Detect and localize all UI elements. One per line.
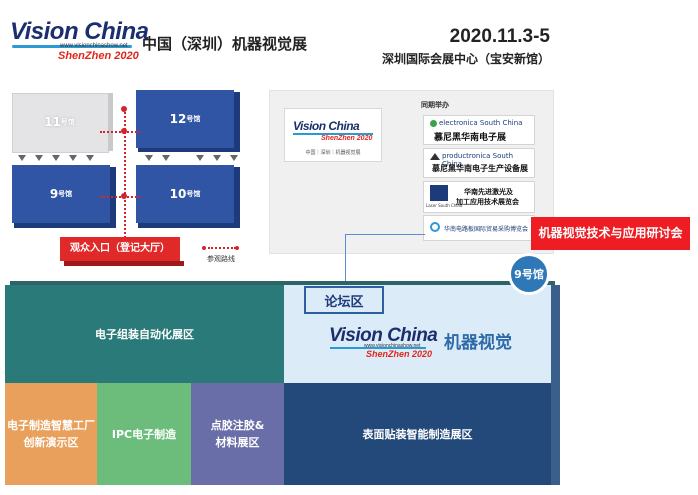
sponsor-pcb-name: 华南电路板国际贸易采购博览会 <box>444 226 529 233</box>
hall-10-number: 10 <box>169 187 187 201</box>
sponsor-electronica[interactable]: electronica South China 慕尼黑华南电子展 <box>423 115 535 145</box>
hall-12-suffix: 号馆 <box>186 115 201 123</box>
header-logo-text: Vision China <box>10 18 149 45</box>
hall-9-badge-label: 9号馆 <box>514 268 544 281</box>
header-title: 中国（深圳）机器视觉展 <box>142 35 308 53</box>
info-logo-text: Vision China <box>293 119 360 133</box>
sponsor-laser[interactable]: Laser South China 华南先进激光及 加工应用技术展览会 <box>423 181 535 213</box>
pcb-logo-icon <box>430 222 440 232</box>
hall-9-suffix: 号馆 <box>58 190 73 198</box>
vision-zone-logo-city: ShenZhen 2020 <box>366 349 433 359</box>
zone-smt[interactable]: 表面贴装智能制造展区 <box>284 383 551 485</box>
concurrent-label: 同期举办 <box>421 101 449 109</box>
hall-12[interactable]: 12 号馆 <box>136 90 241 152</box>
info-logo-card: Vision China ShenZhen 2020 中国｜深圳｜机器视觉展 <box>284 108 382 162</box>
route-legend: 参观路线 <box>202 244 262 266</box>
zone-smart-factory-label: 电子制造智慧工厂 创新演示区 <box>7 419 95 449</box>
hall-10-suffix: 号馆 <box>186 190 201 198</box>
sponsor-productronica-cn: 慕尼黑华南电子生产设备展 <box>432 164 528 173</box>
info-logo-city: ShenZhen 2020 <box>321 135 373 142</box>
header-date: 2020.11.3-5 <box>449 26 550 47</box>
header-venue: 深圳国际会展中心（宝安新馆） <box>381 52 550 66</box>
info-logo-caption: 中国｜深圳｜机器视觉展 <box>305 150 361 156</box>
zone-electronic-assembly[interactable]: 电子组装自动化展区 <box>5 285 284 383</box>
entrance-banner[interactable]: 观众入口（登记大厅） <box>60 237 188 267</box>
vision-zone-logo-text: Vision China <box>329 325 438 346</box>
zone-ipc[interactable]: IPC电子制造 <box>97 383 191 485</box>
hall-9-badge[interactable]: 9号馆 <box>508 253 550 295</box>
route-legend-label: 参观路线 <box>207 255 235 263</box>
electronica-icon <box>430 120 437 127</box>
sponsor-electronica-name: electronica South China <box>439 119 523 127</box>
vision-zone-label: 机器视觉 <box>444 333 512 353</box>
sponsor-productronica-name: productronica South China <box>442 152 514 168</box>
sponsor-electronica-cn: 慕尼黑华南电子展 <box>434 133 507 143</box>
zone-dispensing-label: 点胶注胶& 材料展区 <box>210 419 265 449</box>
hall-10[interactable]: 10 号馆 <box>136 165 241 229</box>
header-logo-url: www.visionchinashow.net <box>60 43 128 49</box>
zone-smart-factory[interactable]: 电子制造智慧工厂 创新演示区 <box>5 383 97 485</box>
hall-9[interactable]: 9 号馆 <box>12 165 117 229</box>
forum-label: 论坛区 <box>324 294 364 310</box>
forum-area[interactable]: 论坛区 <box>304 286 384 314</box>
floor-top-depth <box>10 281 555 287</box>
sponsor-laser-line1: 华南先进激光及 <box>464 188 513 196</box>
productronica-icon <box>430 153 440 160</box>
entrance-label: 观众入口（登记大厅） <box>70 243 170 254</box>
header-logo-swoosh <box>12 45 132 48</box>
zone-dispensing[interactable]: 点胶注胶& 材料展区 <box>191 383 284 485</box>
floor-right-depth <box>550 285 560 485</box>
zone-ipc-label: IPC电子制造 <box>111 427 177 441</box>
zone-smt-label: 表面贴装智能制造展区 <box>362 427 473 441</box>
hall-9-number: 9 <box>49 187 59 201</box>
hall-11-number: 11 <box>44 115 61 129</box>
sponsor-laser-en: Laser South China <box>426 203 463 208</box>
zone-electronic-assembly-label: 电子组装自动化展区 <box>95 327 194 341</box>
forum-connector <box>345 234 425 286</box>
hall-11-suffix: 号馆 <box>60 118 75 126</box>
hall-12-number: 12 <box>169 112 187 126</box>
sponsor-laser-line2: 加工应用技术展览会 <box>456 198 519 206</box>
hall-11[interactable]: 11 号馆 <box>12 93 113 153</box>
laser-logo-icon <box>430 185 448 201</box>
seminar-label[interactable]: 机器视觉技术与应用研讨会 <box>531 217 690 250</box>
vision-zone-logo-url: www.visionchinashow.net <box>364 343 421 349</box>
header-logo-city: ShenZhen 2020 <box>58 50 139 62</box>
sponsor-pcb[interactable]: 华南电路板国际贸易采购博览会 <box>423 215 535 241</box>
sponsor-productronica[interactable]: productronica South China 慕尼黑华南电子生产设备展 <box>423 148 535 178</box>
